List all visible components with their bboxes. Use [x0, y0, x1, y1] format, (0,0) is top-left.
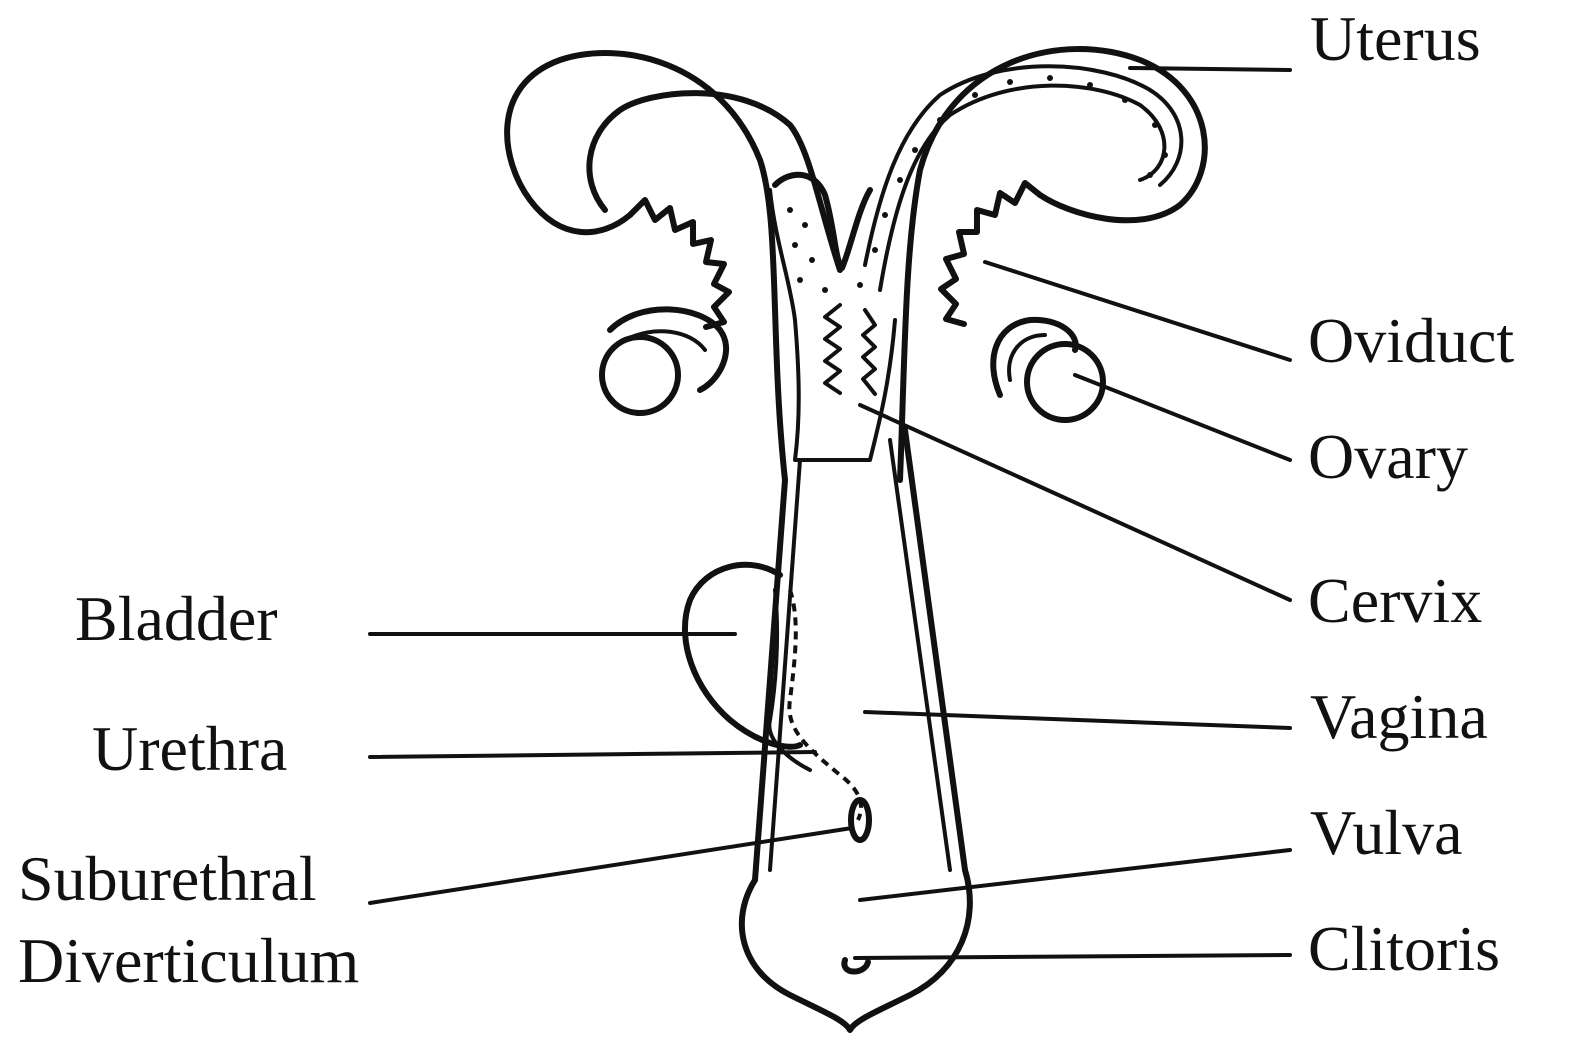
- label-ovary: Ovary: [1308, 421, 1468, 492]
- leader-suburethral: [370, 828, 852, 903]
- leader-uterus: [1130, 68, 1290, 70]
- label-oviduct: Oviduct: [1308, 305, 1514, 376]
- right-oviduct: [941, 183, 1040, 324]
- vagina-left-wall: [755, 480, 785, 880]
- cervix-folds: [825, 305, 840, 393]
- label-uterus: Uterus: [1310, 3, 1481, 74]
- vulva-outline: [742, 870, 970, 1030]
- cervix-folds-right: [863, 310, 875, 394]
- vagina-right-wall: [905, 430, 965, 870]
- cervix-body: [795, 320, 895, 460]
- urethra-dashed: [789, 590, 861, 820]
- leader-urethra: [370, 752, 815, 757]
- leader-oviduct: [985, 262, 1290, 360]
- leader-vulva: [860, 850, 1290, 900]
- label-bladder: Bladder: [75, 583, 278, 654]
- leader-clitoris: [855, 955, 1290, 958]
- vagina-right-inner: [890, 440, 950, 870]
- label-vulva: Vulva: [1310, 797, 1463, 868]
- label-cervix: Cervix: [1308, 565, 1482, 636]
- right-ovary: [993, 320, 1103, 420]
- leader-ovary: [1075, 375, 1290, 460]
- label-suburethral-line1: Suburethral: [18, 843, 317, 914]
- label-suburethral-line2: Diverticulum: [18, 925, 359, 996]
- left-uterine-horn: [507, 53, 785, 480]
- labels: Uterus Oviduct Ovary Cervix Vagina Vulva…: [18, 3, 1514, 996]
- label-urethra: Urethra: [92, 713, 287, 784]
- label-vagina: Vagina: [1310, 681, 1488, 752]
- anatomy-drawing: [507, 49, 1205, 1030]
- leader-lines: [370, 68, 1290, 958]
- label-clitoris: Clitoris: [1308, 913, 1500, 984]
- clitoris-mark: [844, 960, 868, 972]
- left-uterine-horn-inner: [589, 93, 840, 270]
